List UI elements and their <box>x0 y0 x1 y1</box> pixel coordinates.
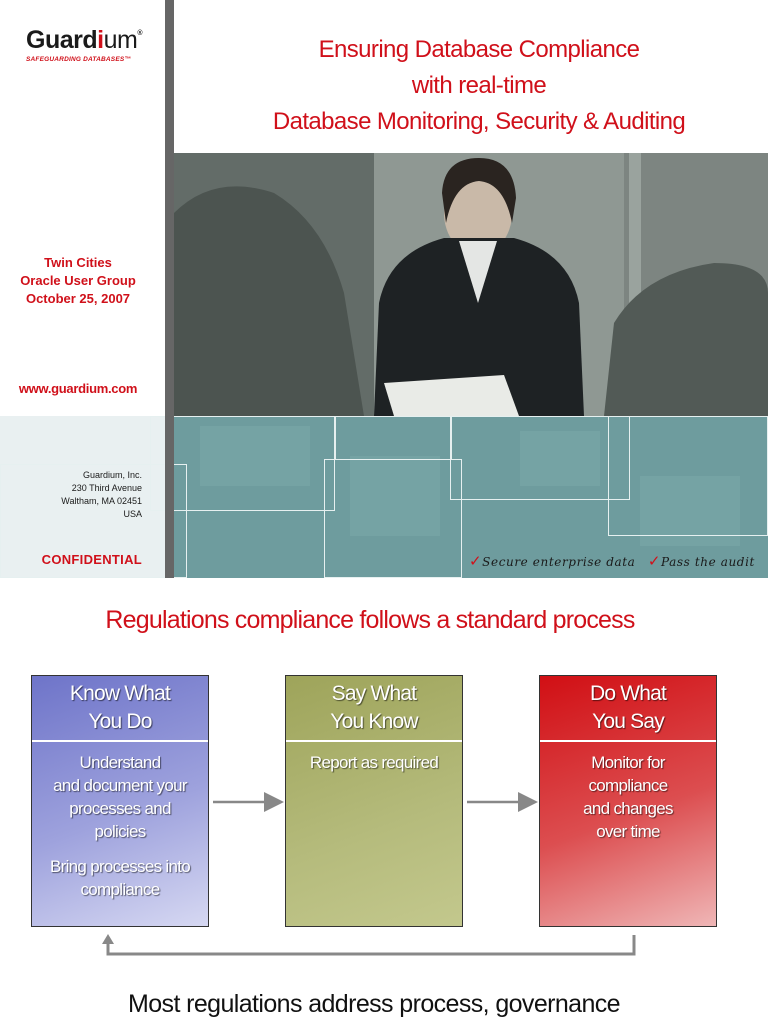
event-line-1: Twin Cities <box>44 255 112 270</box>
box-title-line: You Do <box>88 710 152 733</box>
address-company: Guardium, Inc. <box>82 470 142 480</box>
process-box-body: Monitor for compliance and changes over … <box>540 751 716 843</box>
box-text-line: over time <box>596 822 660 841</box>
checkmark-icon: ✓ <box>647 552 662 570</box>
box-paragraph: Report as required <box>286 751 462 774</box>
process-box-body: Report as required <box>286 751 462 774</box>
vertical-divider <box>165 0 174 578</box>
box-text-line: policies <box>94 822 146 841</box>
address-street: 230 Third Avenue <box>71 483 142 493</box>
box-title-line: Say What <box>331 682 417 705</box>
box-paragraph: Bring processes into compliance <box>32 855 208 901</box>
process-box-body: Understand and document your processes a… <box>32 751 208 901</box>
loop-back-arrow <box>106 935 636 956</box>
title-slide: Guardium® SAFEGUARDING DATABASES™ Ensuri… <box>0 0 768 578</box>
box-text-line: compliance <box>588 776 669 795</box>
process-slide-title: Regulations compliance follows a standar… <box>105 606 635 634</box>
process-box-header: Know What You Do <box>32 676 208 742</box>
box-title-line: You Say <box>592 710 665 733</box>
address-panel <box>0 416 165 578</box>
tagline-secure-data: Secure enterprise data <box>482 555 636 569</box>
process-box-know: Know What You Do Understand and document… <box>31 675 209 927</box>
slide-title-line-3: Database Monitoring, Security & Auditing <box>272 108 686 135</box>
meeting-photo-illustration <box>174 153 768 416</box>
tagline-pass-audit: Pass the audit <box>661 555 755 569</box>
box-title-line: Do What <box>589 682 667 705</box>
process-box-do: Do What You Say Monitor for compliance a… <box>539 675 717 927</box>
event-line-3: October 25, 2007 <box>25 291 131 306</box>
guardium-logo: Guardium® <box>26 26 142 54</box>
meeting-photo <box>174 153 768 416</box>
event-line-2: Oracle User Group <box>20 273 136 288</box>
box-title-line: Know What <box>69 682 171 705</box>
checkmark-icon: ✓ <box>469 552 483 570</box>
teal-banner <box>0 416 768 578</box>
logo-tagline: SAFEGUARDING DATABASES™ <box>26 56 132 63</box>
box-text-line: Understand <box>79 753 162 772</box>
box-text-line: compliance <box>80 880 161 899</box>
address-city: Waltham, MA 02451 <box>61 496 142 506</box>
confidential-label: CONFIDENTIAL <box>41 552 142 567</box>
process-box-header: Say What You Know <box>286 676 462 742</box>
box-text-line: Monitor for <box>591 753 665 772</box>
bottom-caption: Most regulations address process, govern… <box>128 990 621 1018</box>
box-text-line: and changes <box>583 799 673 818</box>
box-text-line: Report as required <box>309 753 439 772</box>
website-link[interactable]: www.guardium.com <box>18 381 138 396</box>
checkmark-taglines: ✓Secure enterprise data ✓Pass the audit <box>469 552 755 570</box>
slide-title-line-2: with real-time <box>411 72 547 99</box>
process-box-say: Say What You Know Report as required <box>285 675 463 927</box>
slide-title-line-1: Ensuring Database Compliance <box>318 36 640 63</box>
box-text-line: Bring processes into <box>49 857 191 876</box>
box-text-line: and document your <box>53 776 187 795</box>
process-arrows <box>102 792 636 956</box>
address-country: USA <box>123 509 142 519</box>
box-title-line: You Know <box>330 710 418 733</box>
arrow-up-icon <box>102 934 114 944</box>
box-paragraph: Monitor for compliance and changes over … <box>540 751 716 843</box>
process-box-header: Do What You Say <box>540 676 716 742</box>
box-text-line: processes and <box>69 799 171 818</box>
box-paragraph: Understand and document your processes a… <box>32 751 208 843</box>
